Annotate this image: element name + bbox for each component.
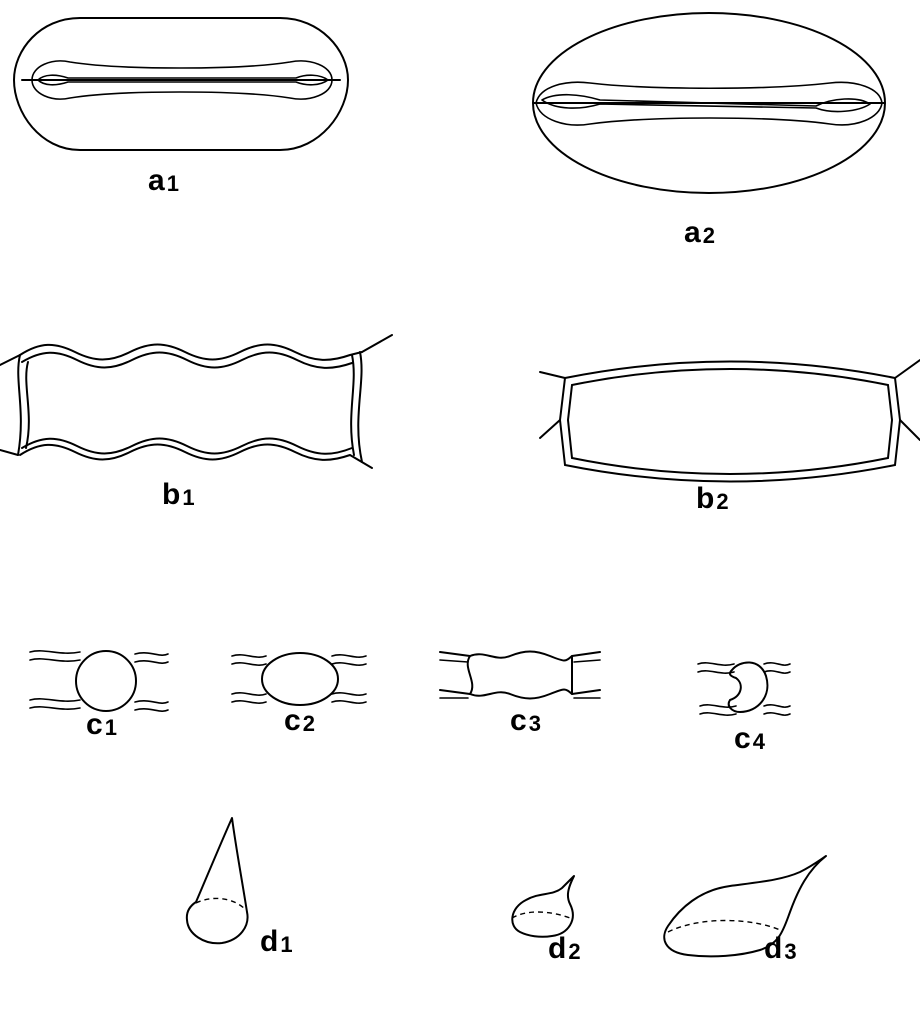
label-c2: c2 xyxy=(284,706,316,736)
label-b2: b2 xyxy=(696,484,730,514)
figure-c1-drawing xyxy=(30,651,168,711)
figure-a2-drawing xyxy=(533,13,885,193)
label-b1: b1 xyxy=(162,480,196,510)
figure-d2-drawing xyxy=(512,876,574,937)
label-a2: a2 xyxy=(684,218,716,248)
figure-a1-drawing xyxy=(14,18,348,150)
label-c3: c3 xyxy=(510,706,542,736)
label-a1: a1 xyxy=(148,166,180,196)
figure-b1-drawing xyxy=(0,335,392,468)
figure-d1-drawing xyxy=(187,818,248,943)
figure-b2-drawing xyxy=(540,360,920,482)
label-c4: c4 xyxy=(734,724,766,754)
label-c1: c1 xyxy=(86,710,118,740)
label-d2: d2 xyxy=(548,934,582,964)
figure-c2-drawing xyxy=(232,653,366,705)
figure-d3-drawing xyxy=(664,856,826,956)
label-d3: d3 xyxy=(764,934,798,964)
figure-c3-drawing xyxy=(440,652,600,699)
figure-c4-drawing xyxy=(698,662,790,715)
label-d1: d1 xyxy=(260,927,294,957)
